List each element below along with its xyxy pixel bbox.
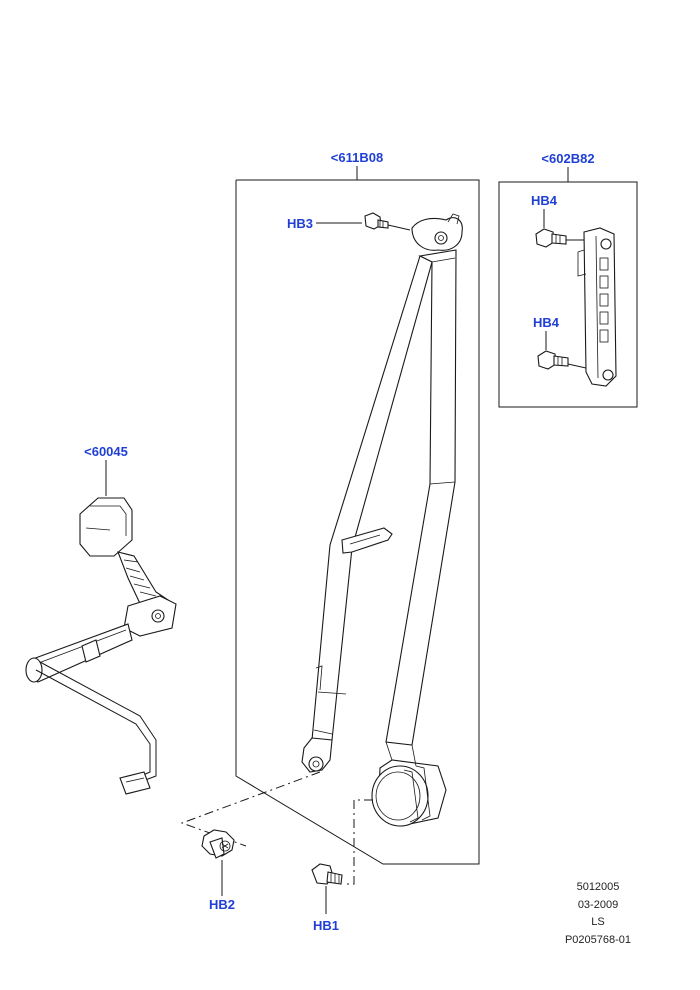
trim-assembly-group: <602B82 HB4 HB4 xyxy=(498,151,638,408)
hb1-callout[interactable]: HB1 xyxy=(313,918,339,933)
buckle-icon xyxy=(79,497,133,557)
hb4-bottom-callout[interactable]: HB4 xyxy=(533,315,560,330)
buckle-mount-icon xyxy=(25,595,177,683)
hb2-callout[interactable]: HB2 xyxy=(209,897,235,912)
footer-reference: 5012005 03-2009 LS P0205768-01 xyxy=(565,881,631,946)
retractor-icon xyxy=(371,741,447,827)
footer-line-1: 5012005 xyxy=(577,881,620,893)
footer-line-4: P0205768-01 xyxy=(565,934,631,946)
height-adjuster-icon xyxy=(577,227,617,387)
hb1-bolt-icon xyxy=(311,863,343,885)
belt-ref-callout[interactable]: <611B08 xyxy=(331,150,383,165)
hb4-top-callout[interactable]: HB4 xyxy=(531,193,558,208)
hb3-bolt-icon xyxy=(364,212,411,231)
trim-ref-callout[interactable]: <602B82 xyxy=(541,151,594,166)
buckle-ref-callout[interactable]: <60045 xyxy=(84,444,128,459)
lower-anchor-icon xyxy=(301,737,333,773)
hb1-bolt-group: HB1 xyxy=(311,863,343,933)
hb3-callout[interactable]: HB3 xyxy=(287,216,313,231)
buckle-assembly-group: <60045 xyxy=(25,444,177,795)
belt-assembly-group: <611B08 HB3 xyxy=(180,150,480,885)
belt-box-outline xyxy=(235,179,480,865)
hb2-fitting-line xyxy=(180,771,321,847)
hb2-bolt-icon xyxy=(201,829,235,859)
upper-anchor-icon xyxy=(411,213,463,251)
belt-webbing-icon xyxy=(311,249,457,746)
hb1-fitting-line xyxy=(345,799,373,885)
hb4-bottom-bolt-icon xyxy=(537,350,587,370)
footer-line-2: 03-2009 xyxy=(578,899,618,911)
hb4-top-bolt-icon xyxy=(535,228,584,248)
belt-guide-icon xyxy=(341,527,393,554)
buckle-wire-icon xyxy=(35,661,157,795)
footer-line-3: LS xyxy=(591,916,604,928)
hb2-bolt-group: HB2 xyxy=(201,829,235,912)
